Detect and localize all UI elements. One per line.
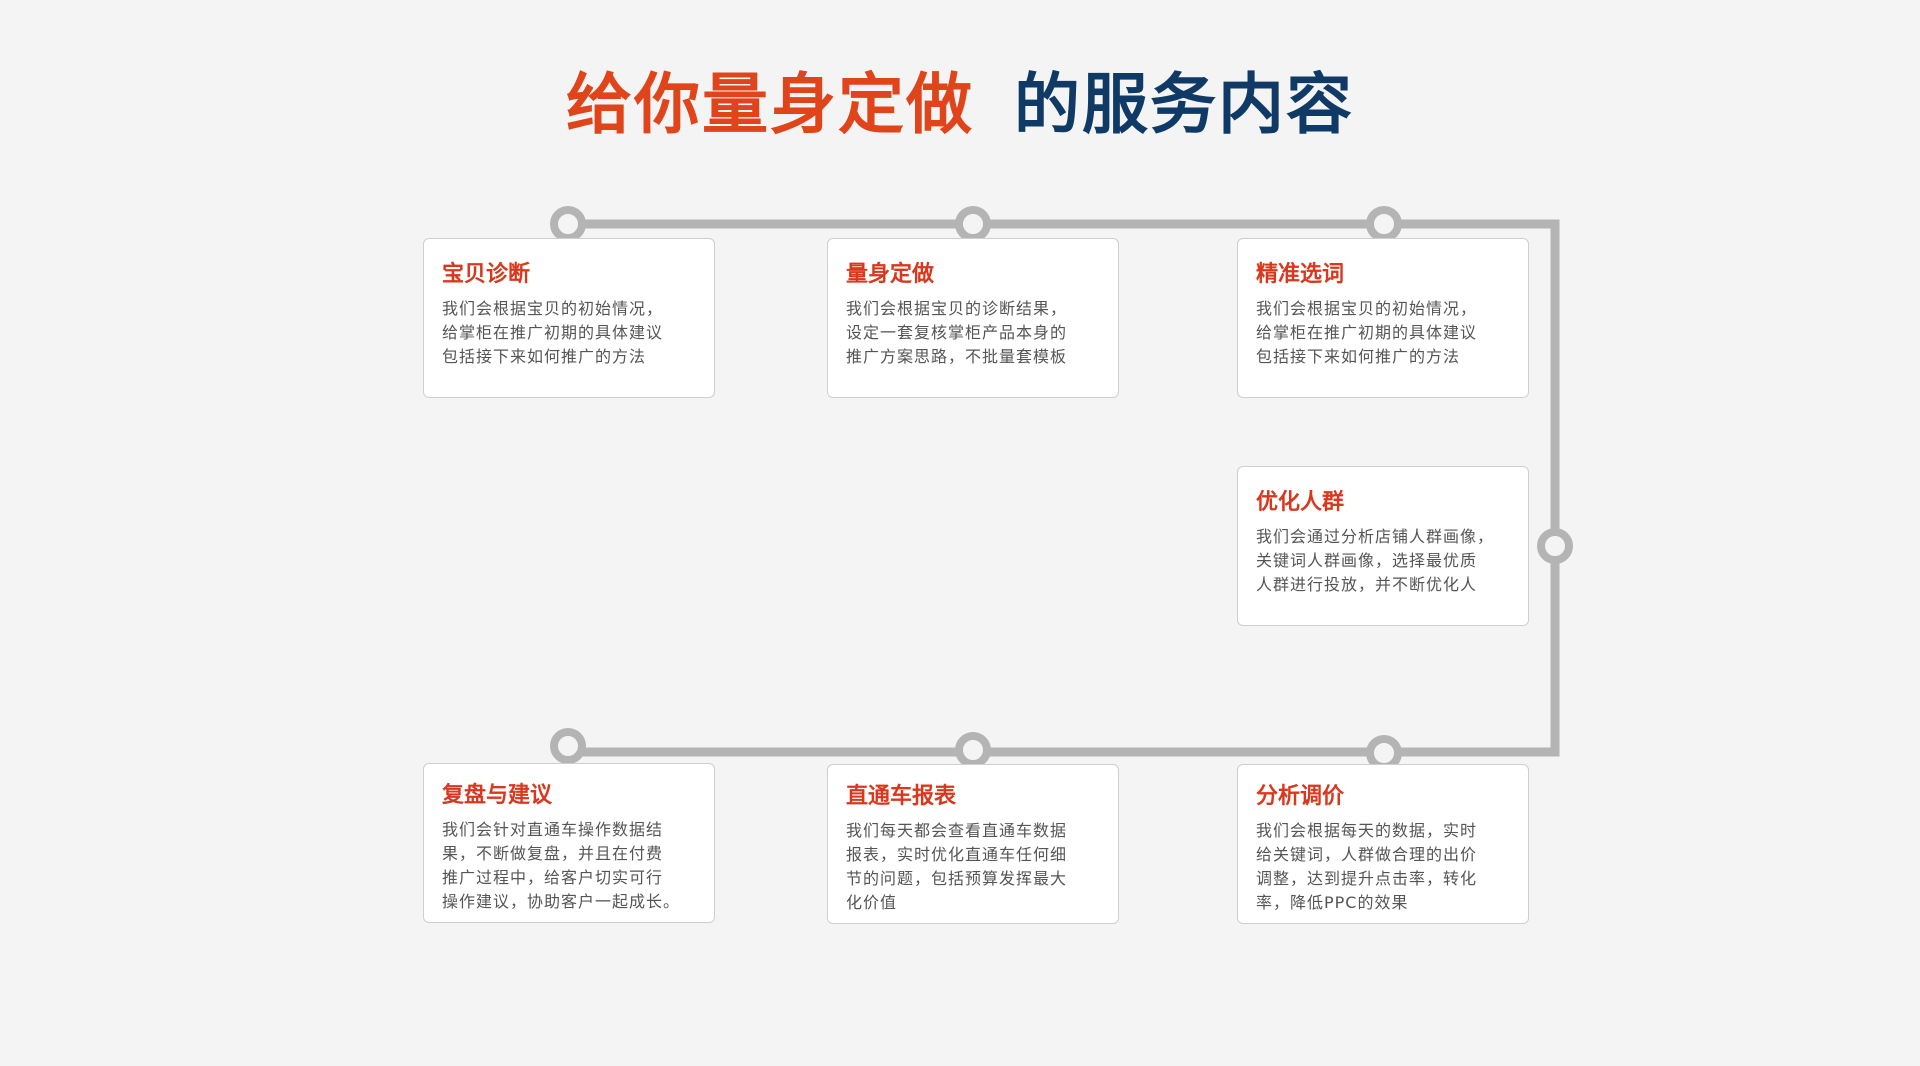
- step-card-3: 精准选词 我们会根据宝贝的初始情况， 给掌柜在推广初期的具体建议 包括接下来如何…: [1237, 238, 1529, 398]
- node-step-1: [550, 206, 586, 242]
- step-card-5: 复盘与建议 我们会针对直通车操作数据结 果，不断做复盘，并且在付费 推广过程中，…: [423, 763, 715, 923]
- step-title: 量身定做: [846, 262, 935, 287]
- step-description: 我们会根据宝贝的初始情况， 给掌柜在推广初期的具体建议 包括接下来如何推广的方法: [442, 299, 664, 366]
- step-description: 我们每天都会查看直通车数据 报表，实时优化直通车任何细 节的问题，包括预算发挥最…: [846, 821, 1068, 912]
- node-step-3: [1366, 206, 1402, 242]
- page-title: 给你量身定做的服务内容: [0, 60, 1920, 150]
- node-step-5: [550, 728, 586, 764]
- step-card-7: 分析调价 我们会根据每天的数据，实时 给关键词，人群做合理的出价 调整，达到提升…: [1237, 764, 1529, 924]
- step-title: 直通车报表: [846, 784, 957, 809]
- step-description: 我们会根据每天的数据，实时 给关键词，人群做合理的出价 调整，达到提升点击率，转…: [1256, 821, 1478, 912]
- title-accent: 给你量身定做: [566, 66, 974, 143]
- node-step-2: [955, 206, 991, 242]
- step-card-6: 直通车报表 我们每天都会查看直通车数据 报表，实时优化直通车任何细 节的问题，包…: [827, 764, 1119, 924]
- step-description: 我们会针对直通车操作数据结 果，不断做复盘，并且在付费 推广过程中，给客户切实可…: [442, 820, 681, 911]
- step-description: 我们会通过分析店铺人群画像， 关键词人群画像，选择最优质 人群进行投放，并不断优…: [1256, 527, 1495, 594]
- node-step-6: [955, 732, 991, 768]
- step-description: 我们会根据宝贝的初始情况， 给掌柜在推广初期的具体建议 包括接下来如何推广的方法: [1256, 299, 1478, 366]
- step-card-4: 优化人群 我们会通过分析店铺人群画像， 关键词人群画像，选择最优质 人群进行投放…: [1237, 466, 1529, 626]
- track-line: [568, 219, 1560, 757]
- title-main: 的服务内容: [1014, 66, 1354, 143]
- node-step-4: [1537, 528, 1573, 564]
- step-description: 我们会根据宝贝的诊断结果， 设定一套复核掌柜产品本身的 推广方案思路，不批量套模…: [846, 299, 1068, 366]
- step-title: 分析调价: [1256, 784, 1345, 809]
- step-card-2: 量身定做 我们会根据宝贝的诊断结果， 设定一套复核掌柜产品本身的 推广方案思路，…: [827, 238, 1119, 398]
- step-card-1: 宝贝诊断 我们会根据宝贝的初始情况， 给掌柜在推广初期的具体建议 包括接下来如何…: [423, 238, 715, 398]
- step-title: 优化人群: [1256, 490, 1345, 515]
- step-title: 宝贝诊断: [442, 262, 531, 287]
- step-title: 复盘与建议: [442, 783, 553, 808]
- step-title: 精准选词: [1256, 262, 1345, 287]
